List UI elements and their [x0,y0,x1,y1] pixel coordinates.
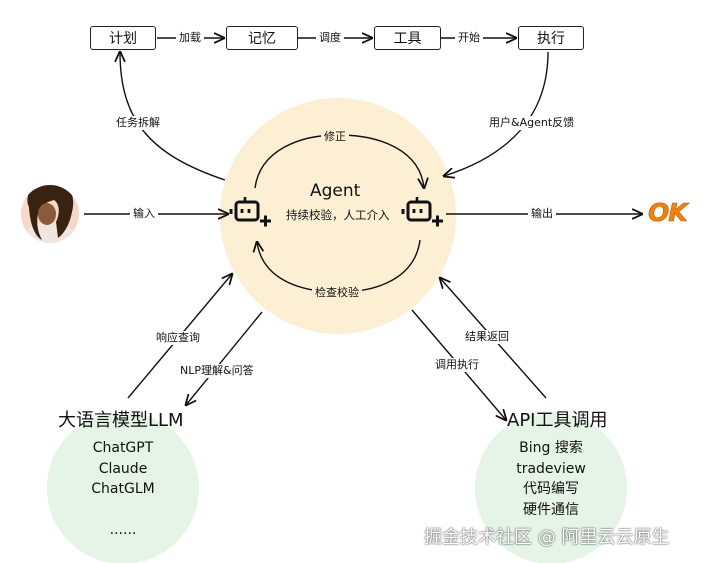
memory-box: 记忆 [226,26,298,50]
list-item: 代码编写 [523,481,579,497]
list-item: ChatGPT [92,440,154,456]
list-item [63,500,183,521]
arrow-feedback [444,51,549,176]
list-item: tradeview [516,460,586,477]
llm-title: 大语言模型LLM [58,410,184,431]
result-return-label: 结果返回 [462,330,512,344]
arrow-nlp [186,311,263,405]
api-list: Bing 搜索 tradeview 代码编写 硬件通信 [486,438,616,520]
agent-circle [220,98,456,334]
feedback-label: 用户&Agent反馈 [486,116,578,130]
nlp-label: NLP理解&问答 [177,364,257,378]
robot-icon-left [229,197,271,227]
check-label: 检查校验 [312,286,362,300]
llm-list: ChatGPT Claude ChatGLM ...... [63,438,183,541]
plan-box: 计划 [90,26,156,50]
watermark: 掘金技术社区 @ 阿里云云原生 [424,527,670,548]
api-title: API工具调用 [507,410,608,431]
tools-box: 工具 [374,26,441,50]
list-item: 硬件通信 [523,501,579,518]
input-label: 输入 [130,207,158,221]
list-item: ChatGLM [91,481,155,497]
execute-box: 执行 [518,26,584,50]
response-query-label: 响应查询 [153,331,203,345]
list-item: Bing 搜索 [519,440,583,456]
arrow-task-decompose [120,52,226,181]
agent-subtitle: 持续校验，人工介入 [286,208,390,222]
revise-label: 修正 [321,130,349,144]
list-item: ...... [109,522,137,538]
agent-title: Agent [310,181,361,201]
task-decompose-label: 任务拆解 [113,116,163,130]
robot-icon-right [401,197,443,227]
load-label: 加载 [176,31,204,45]
call-execute-label: 调用执行 [432,358,482,372]
schedule-label: 调度 [316,31,344,45]
list-item: Claude [98,460,148,477]
ok-result: OK [648,198,688,228]
user-avatar-icon [21,185,79,243]
llm-circle [47,412,199,563]
api-circle [475,412,627,563]
start-label: 开始 [455,31,483,45]
output-label: 输出 [528,207,556,221]
